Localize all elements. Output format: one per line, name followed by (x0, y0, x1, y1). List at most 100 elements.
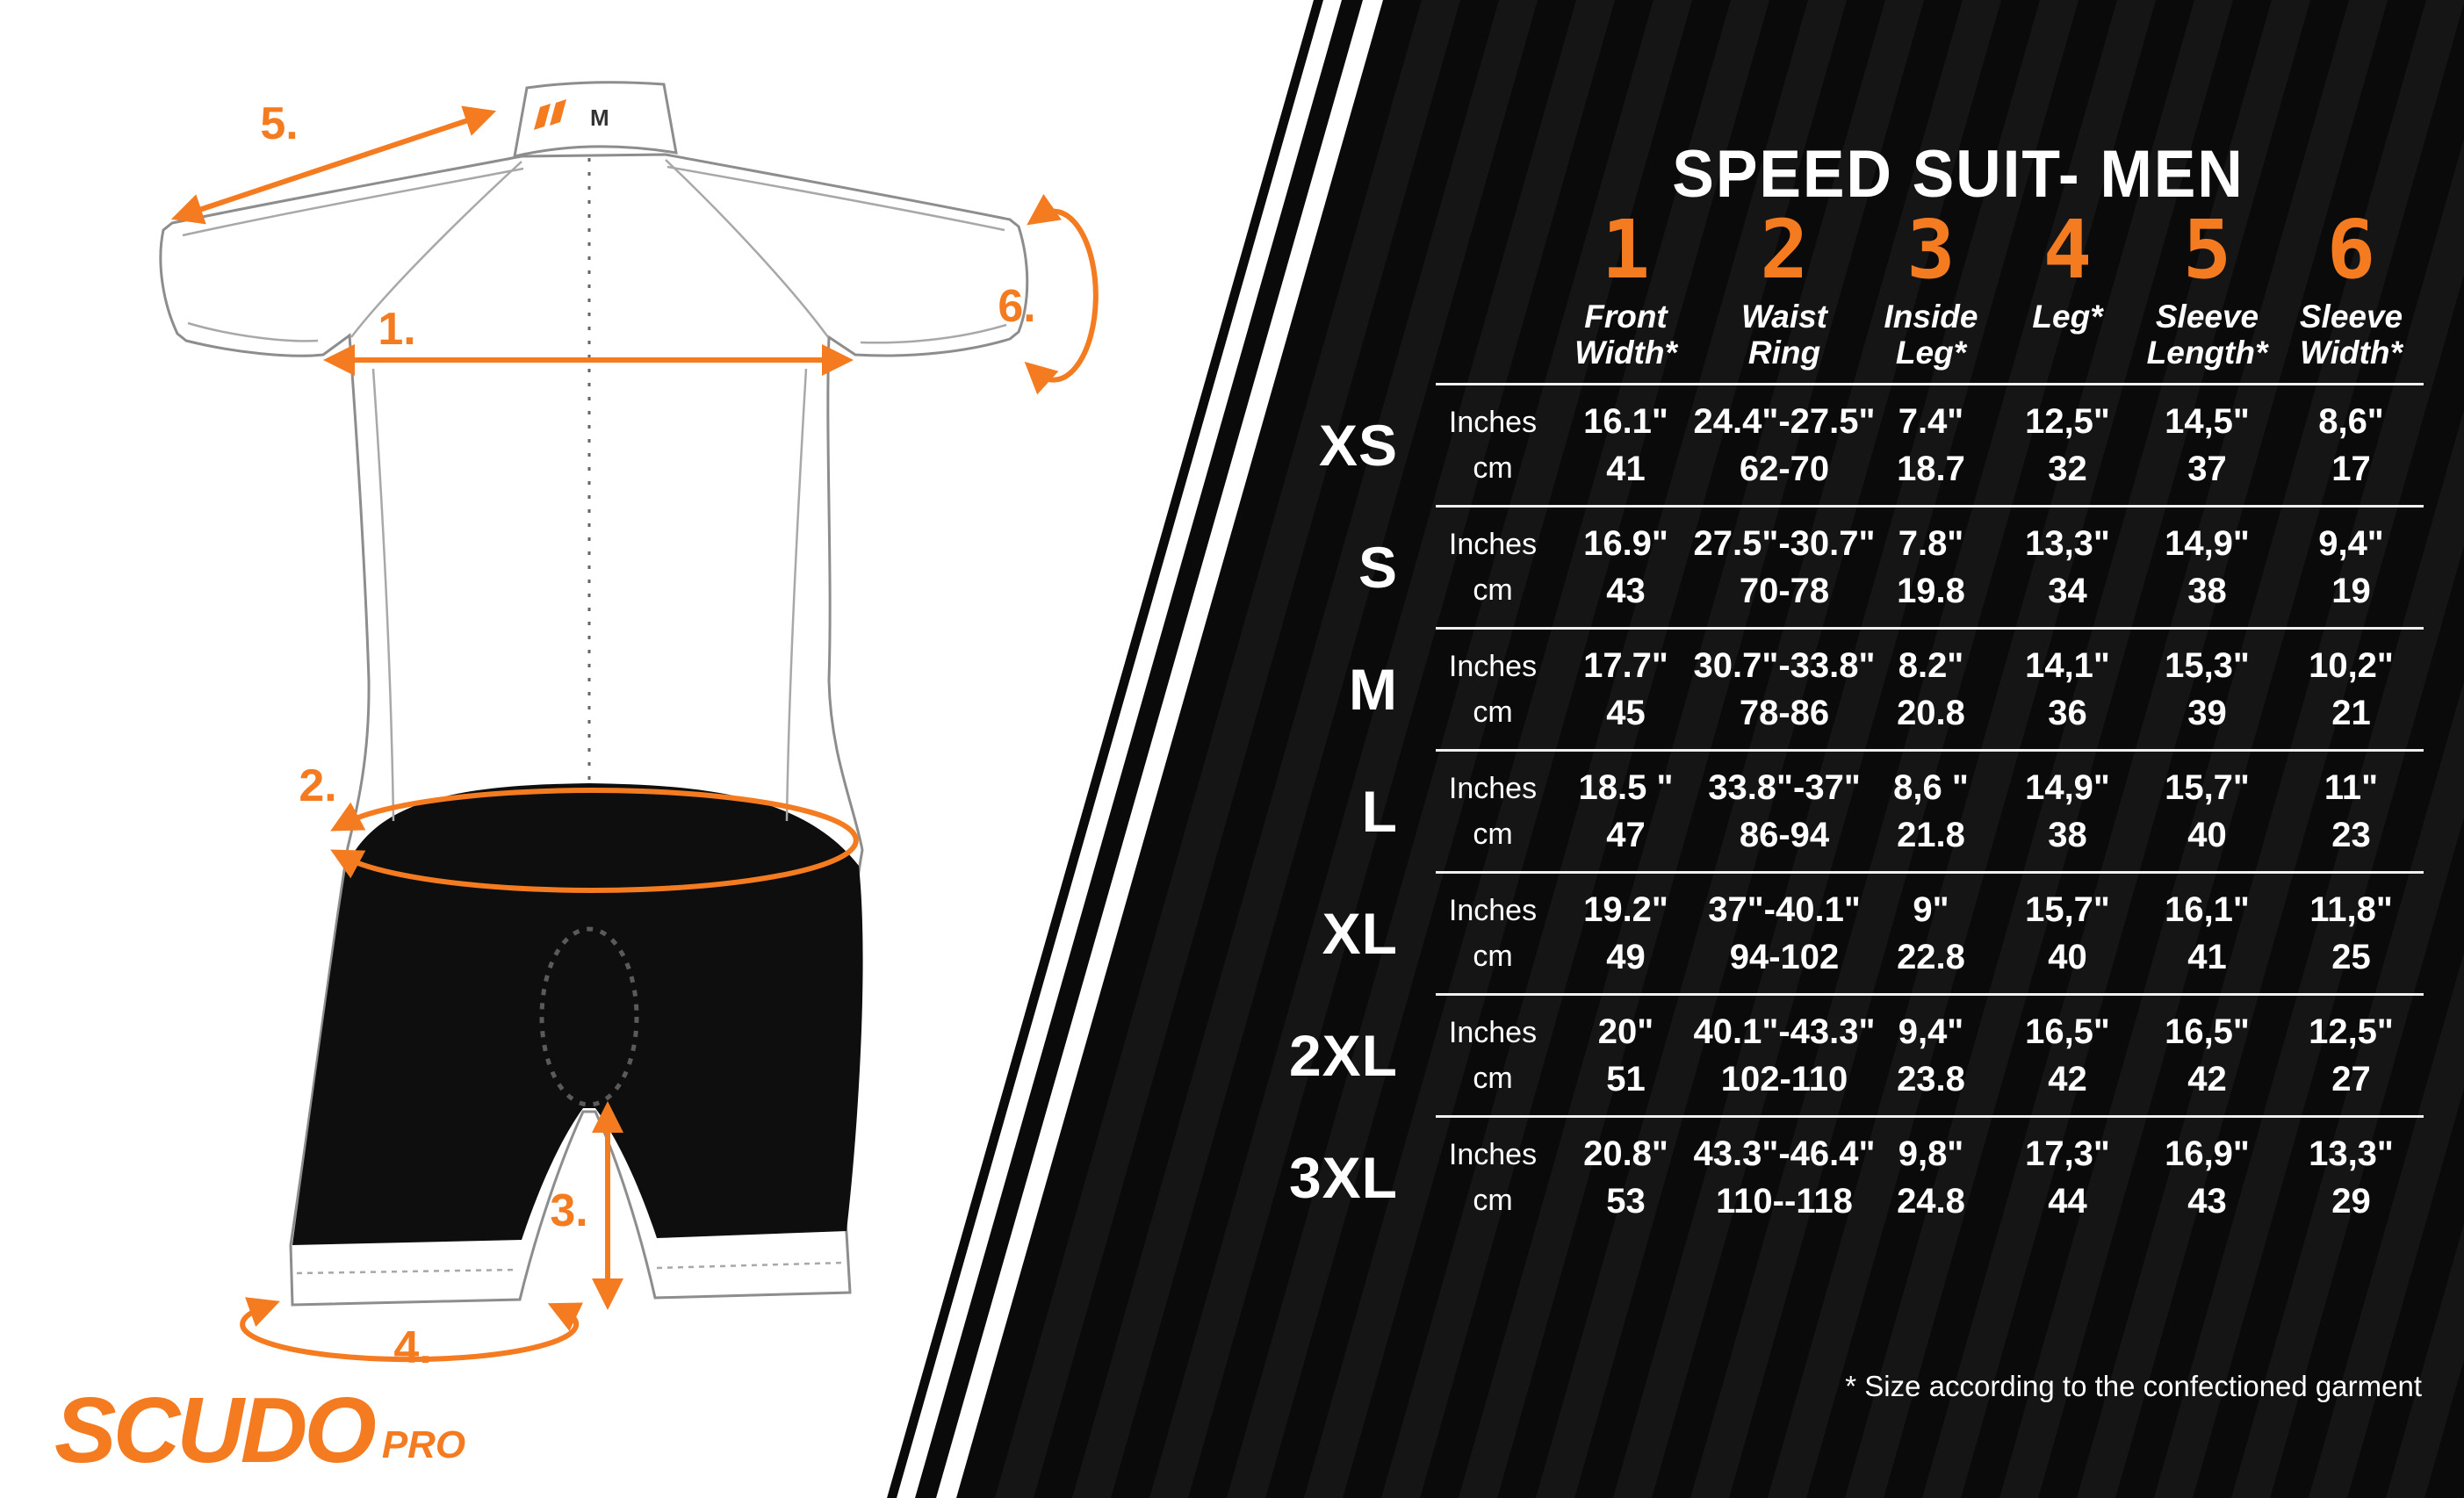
column-numbers-row: 1 2 3 4 5 6 (1256, 202, 2424, 299)
column-label-sleeve-length: Sleeve Length* (2146, 299, 2268, 371)
cm-value: 32 (2048, 449, 2087, 488)
cm-value: 22.8 (1897, 937, 1965, 976)
cm-value: 41 (1606, 449, 1646, 488)
inches-value: 16,5" (2165, 1012, 2250, 1051)
measurement-cell: 33.8"-37"86-94 (1706, 750, 1862, 872)
inches-value: 33.8"-37" (1708, 767, 1861, 807)
cm-value: 39 (2187, 693, 2227, 732)
column-label-waist-ring: Waist Ring (1740, 299, 1827, 371)
unit-inches-label: Inches (1448, 527, 1538, 561)
cm-value: 21 (2331, 693, 2371, 732)
measurement-cell: 10,2"21 (2279, 628, 2424, 750)
column-label-sleeve-width: Sleeve Width* (2299, 299, 2403, 371)
measurement-cell: 20"51 (1545, 994, 1706, 1116)
measurement-cell: 40.1"-43.3"102-110 (1694, 994, 1876, 1116)
measurement-cell: 15,3"39 (2136, 628, 2279, 750)
inches-value: 40.1"-43.3" (1693, 1012, 1876, 1051)
measurement-cell: 19.2" 49 (1545, 872, 1706, 994)
measurement-cell: 16,5"42 (1999, 994, 2136, 1116)
measurement-cell: 14,5"37 (2136, 384, 2279, 506)
size-label: M (1349, 656, 1398, 722)
cm-value: 37 (2187, 449, 2227, 488)
size-label: XS (1318, 412, 1398, 478)
cm-value: 70-78 (1739, 571, 1830, 610)
shoulder-width-arrow (170, 105, 497, 225)
column-label-inside-leg: Inside Leg* (1884, 299, 1978, 371)
measurement-cell: 9,4"19 (2279, 506, 2424, 628)
size-label: 2XL (1288, 1022, 1398, 1088)
inches-value: 20.8" (1583, 1134, 1668, 1173)
measurement-cell: 14,9" 38 (2136, 506, 2279, 628)
chamois-pad-outline (539, 926, 639, 1107)
cm-value: 43 (2187, 1181, 2227, 1221)
unit-cm-label: cm (1473, 450, 1513, 485)
measurement-cell: 14,9"38 (1999, 750, 2136, 872)
suit-outline (159, 153, 1029, 1307)
inches-value: 8,6" (2318, 401, 2384, 441)
measurement-cell: 27.5"-30.7" 70-78 (1694, 506, 1876, 628)
column-number-1: 1 (1601, 203, 1651, 297)
column-number-3: 3 (1906, 203, 1956, 297)
collar (513, 81, 678, 158)
measurement-cell: 12,5"32 (1999, 384, 2136, 506)
unit-inches-label: Inches (1448, 1015, 1538, 1049)
inches-value: 8,6 " (1893, 767, 1969, 807)
measurement-cell: 20.8"53 (1545, 1116, 1706, 1238)
footnote: * Size according to the confectioned gar… (1845, 1370, 2422, 1402)
inches-value: 14,9" (2165, 523, 2250, 563)
cm-value: 49 (1606, 937, 1646, 976)
measurement-cell: 30.7"-33.8"78-86 (1694, 628, 1876, 750)
inches-value: 43.3"-46.4" (1693, 1134, 1876, 1173)
size-label: XL (1322, 900, 1398, 966)
measure-label-2: 2. (299, 760, 336, 811)
inches-value: 27.5"-30.7" (1693, 523, 1876, 563)
inches-value: 19.2" (1583, 889, 1668, 929)
measurement-cell: 14,1"36 (1999, 628, 2136, 750)
measurement-labels: 5. 1. 6. 2. 3. 4. (260, 98, 1035, 1373)
measure-label-1: 1. (378, 304, 415, 355)
measurement-cell: 16,9"43 (2136, 1116, 2279, 1238)
column-label-leg: Leg* (2032, 299, 2103, 335)
inches-value: 16,5" (2025, 1012, 2110, 1051)
measurement-cell: 24.4"-27.5"62-70 (1694, 384, 1876, 506)
shorts-black-panel (292, 783, 863, 1245)
measurement-cell: 8.2"20.8 (1862, 628, 1999, 750)
measurement-cell: 8,6 "21.8 (1862, 750, 1999, 872)
cm-value: 40 (2048, 937, 2087, 976)
page-title: SPEED SUIT- MEN (1672, 136, 2244, 212)
garment-diagram: M 5. 1. 6. 2. 3. 4. (159, 81, 1099, 1373)
measurement-cell: 16,5"42 (2136, 994, 2279, 1116)
measurement-cell: 7.4"18.7 (1862, 384, 1999, 506)
unit-cm-label: cm (1473, 695, 1513, 729)
inches-value: 9,4" (1898, 1012, 1964, 1051)
inches-value: 16,1" (2165, 889, 2250, 929)
inches-value: 12,5" (2309, 1012, 2394, 1051)
cm-value: 45 (1606, 693, 1646, 732)
leg-opening-arrow (240, 1297, 584, 1363)
measurement-cell: 17,3"44 (1999, 1116, 2136, 1238)
brand-name: SCUDO (54, 1379, 377, 1482)
cm-value: 19.8 (1897, 571, 1965, 610)
cm-value: 38 (2187, 571, 2227, 610)
unit-inches-label: Inches (1448, 771, 1538, 805)
unit-inches-label: Inches (1448, 649, 1538, 683)
column-number-5: 5 (2182, 203, 2232, 297)
inches-value: 7.8" (1898, 523, 1964, 563)
inches-value: 9" (1913, 889, 1949, 929)
column-label-front-width: Front Width* (1574, 299, 1677, 371)
column-number-4: 4 (2043, 203, 2093, 297)
unit-inches-label: Inches (1448, 1137, 1538, 1171)
measurement-cell: 7.8" 19.8 (1862, 506, 1999, 628)
unit-cm-label: cm (1473, 573, 1513, 607)
inches-value: 13,3" (2309, 1134, 2394, 1173)
inches-value: 30.7"-33.8" (1693, 645, 1876, 685)
cm-value: 40 (2187, 815, 2227, 854)
chest-logo-mark (534, 99, 566, 130)
